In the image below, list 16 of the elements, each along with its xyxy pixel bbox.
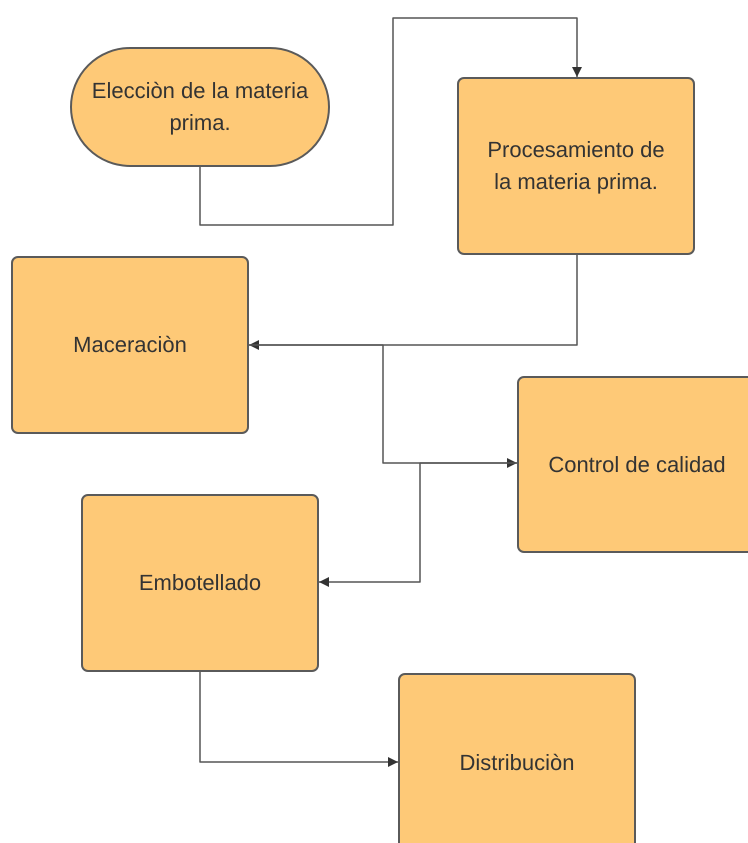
arrow: [199, 17, 582, 226]
process-box: [457, 77, 695, 255]
arrow: [319, 462, 517, 587]
process-box: [517, 376, 748, 553]
arrow: [199, 672, 398, 767]
arrow: [249, 255, 578, 350]
node-label: Elecciòn de la materia prima.: [90, 77, 310, 137]
node-label: Embotellado: [138, 569, 262, 598]
node-label: Distribuciòn: [460, 749, 574, 778]
node-label: Maceraciòn: [73, 331, 187, 360]
process-box: [81, 494, 319, 672]
node-label: Control de calidad: [548, 450, 726, 479]
process-box: [11, 256, 249, 434]
process-box: [398, 673, 636, 843]
arrow: [249, 344, 517, 468]
node-label: Procesamiento de la materia prima.: [486, 136, 666, 196]
